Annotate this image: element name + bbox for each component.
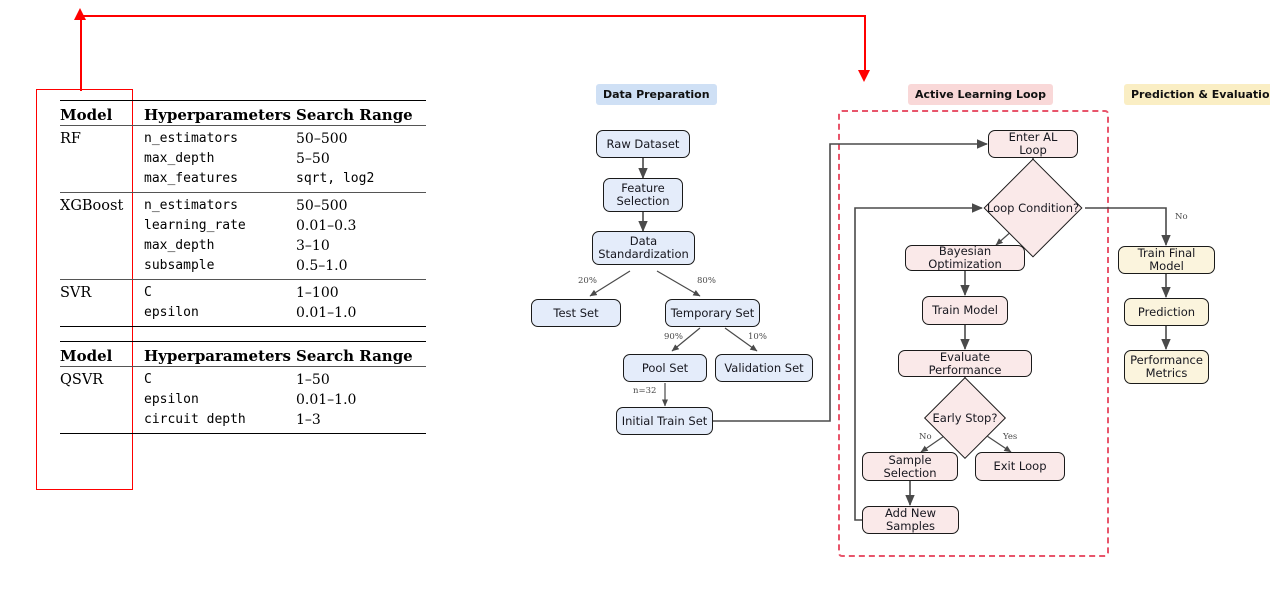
edge-label-pool-split: 90% [664,332,683,342]
edge-label-early-yes: Yes [1003,432,1018,442]
hyperparameter-tables: Model Hyperparameters Search Range RF n_… [60,100,426,434]
cell-param: n_estimators [144,131,238,146]
cell-param: learning_rate [144,218,246,233]
node-initial-train-set[interactable]: Initial Train Set [616,407,713,435]
section-label-prediction-evaluation: Prediction & Evaluation [1124,84,1270,105]
node-add-new-samples[interactable]: Add New Samples [862,506,959,534]
cell-range: 50–500 [296,198,348,214]
table-row: learning_rate 0.01–0.3 [60,216,426,236]
table-row: QSVR C 1–50 [60,370,426,390]
th-search-range: Search Range [296,347,413,365]
th-hyperparameters: Hyperparameters [144,106,291,124]
node-performance-metrics[interactable]: Performance Metrics [1124,350,1209,384]
cell-param: C [144,372,152,387]
edge-label-early-no: No [919,432,932,442]
node-exit-loop[interactable]: Exit Loop [975,452,1065,481]
edge-label-validation-split: 10% [748,332,767,342]
node-pool-set[interactable]: Pool Set [623,354,707,382]
table-row: max_depth 5–50 [60,149,426,169]
node-raw-dataset[interactable]: Raw Dataset [596,130,690,158]
node-validation-set[interactable]: Validation Set [715,354,813,382]
node-evaluate-performance[interactable]: Evaluate Performance [898,350,1032,377]
quantum-model-table: Model Hyperparameters Search Range QSVR … [60,341,426,434]
section-label-active-learning-loop: Active Learning Loop [908,84,1053,105]
early-stop-label: Early Stop? [932,411,998,425]
node-early-stop[interactable]: Early Stop? [923,376,1007,460]
edge-label-initial-n: n=32 [633,386,657,396]
cell-range: 1–50 [296,372,330,388]
cell-model-rf: RF [60,131,81,147]
section-label-data-preparation: Data Preparation [596,84,717,105]
cell-param: C [144,285,152,300]
edge-label-temp-split: 80% [697,276,716,286]
node-train-final-model[interactable]: Train Final Model [1118,246,1215,274]
th-model: Model [60,347,113,365]
cell-model-svr: SVR [60,285,92,301]
cell-param: epsilon [144,392,199,407]
table-row: max_features sqrt, log2 [60,169,426,189]
node-prediction[interactable]: Prediction [1124,298,1209,326]
cell-range: 50–500 [296,131,348,147]
node-temporary-set[interactable]: Temporary Set [665,299,760,327]
cell-range: 0.5–1.0 [296,258,348,274]
annotation-arrowhead-up [74,8,86,20]
table-row: epsilon 0.01–1.0 [60,390,426,410]
table-row: epsilon 0.01–1.0 [60,303,426,323]
table-row: circuit depth 1–3 [60,410,426,430]
cell-range: sqrt, log2 [296,171,375,186]
th-hyperparameters: Hyperparameters [144,347,291,365]
cell-range: 0.01–1.0 [296,305,357,321]
cell-range: 1–3 [296,412,321,428]
node-train-model[interactable]: Train Model [922,296,1008,325]
edge-label-loop-no: No [1175,212,1188,222]
cell-range: 5–50 [296,151,330,167]
table-row: RF n_estimators 50–500 [60,129,426,149]
node-loop-condition[interactable]: Loop Condition? [983,158,1083,258]
annotation-arrow-horizontal [80,15,866,17]
table-row: max_depth 3–10 [60,236,426,256]
node-bayesian-optimization[interactable]: Bayesian Optimization [905,245,1025,271]
cell-range: 0.01–1.0 [296,392,357,408]
annotation-arrow-vertical-right [864,15,866,75]
cell-range: 1–100 [296,285,339,301]
cell-param: epsilon [144,305,199,320]
table-highlight-box [36,89,133,490]
cell-param: n_estimators [144,198,238,213]
node-enter-al-loop[interactable]: Enter AL Loop [988,130,1078,158]
cell-range: 0.01–0.3 [296,218,357,234]
node-test-set[interactable]: Test Set [531,299,621,327]
loop-condition-label: Loop Condition? [986,201,1080,215]
classical-models-table: Model Hyperparameters Search Range RF n_… [60,100,426,327]
node-data-standardization[interactable]: Data Standardization [592,231,695,265]
edge-label-test-split: 20% [578,276,597,286]
cell-param: max_features [144,171,238,186]
annotation-arrow-vertical-left [80,16,82,91]
th-model: Model [60,106,113,124]
table-header-row: Model Hyperparameters Search Range [60,105,426,126]
annotation-arrowhead-down [858,70,870,82]
table-row: subsample 0.5–1.0 [60,256,426,276]
cell-param: max_depth [144,151,215,166]
th-search-range: Search Range [296,106,413,124]
cell-model-xgboost: XGBoost [60,198,124,214]
table-row: SVR C 1–100 [60,283,426,303]
node-sample-selection[interactable]: Sample Selection [862,452,958,481]
node-feature-selection[interactable]: Feature Selection [603,178,683,212]
cell-param: subsample [144,258,215,273]
table-header-row: Model Hyperparameters Search Range [60,346,426,367]
cell-param: max_depth [144,238,215,253]
cell-param: circuit depth [144,412,246,427]
cell-range: 3–10 [296,238,330,254]
cell-model-qsvr: QSVR [60,372,104,388]
table-row: XGBoost n_estimators 50–500 [60,196,426,216]
